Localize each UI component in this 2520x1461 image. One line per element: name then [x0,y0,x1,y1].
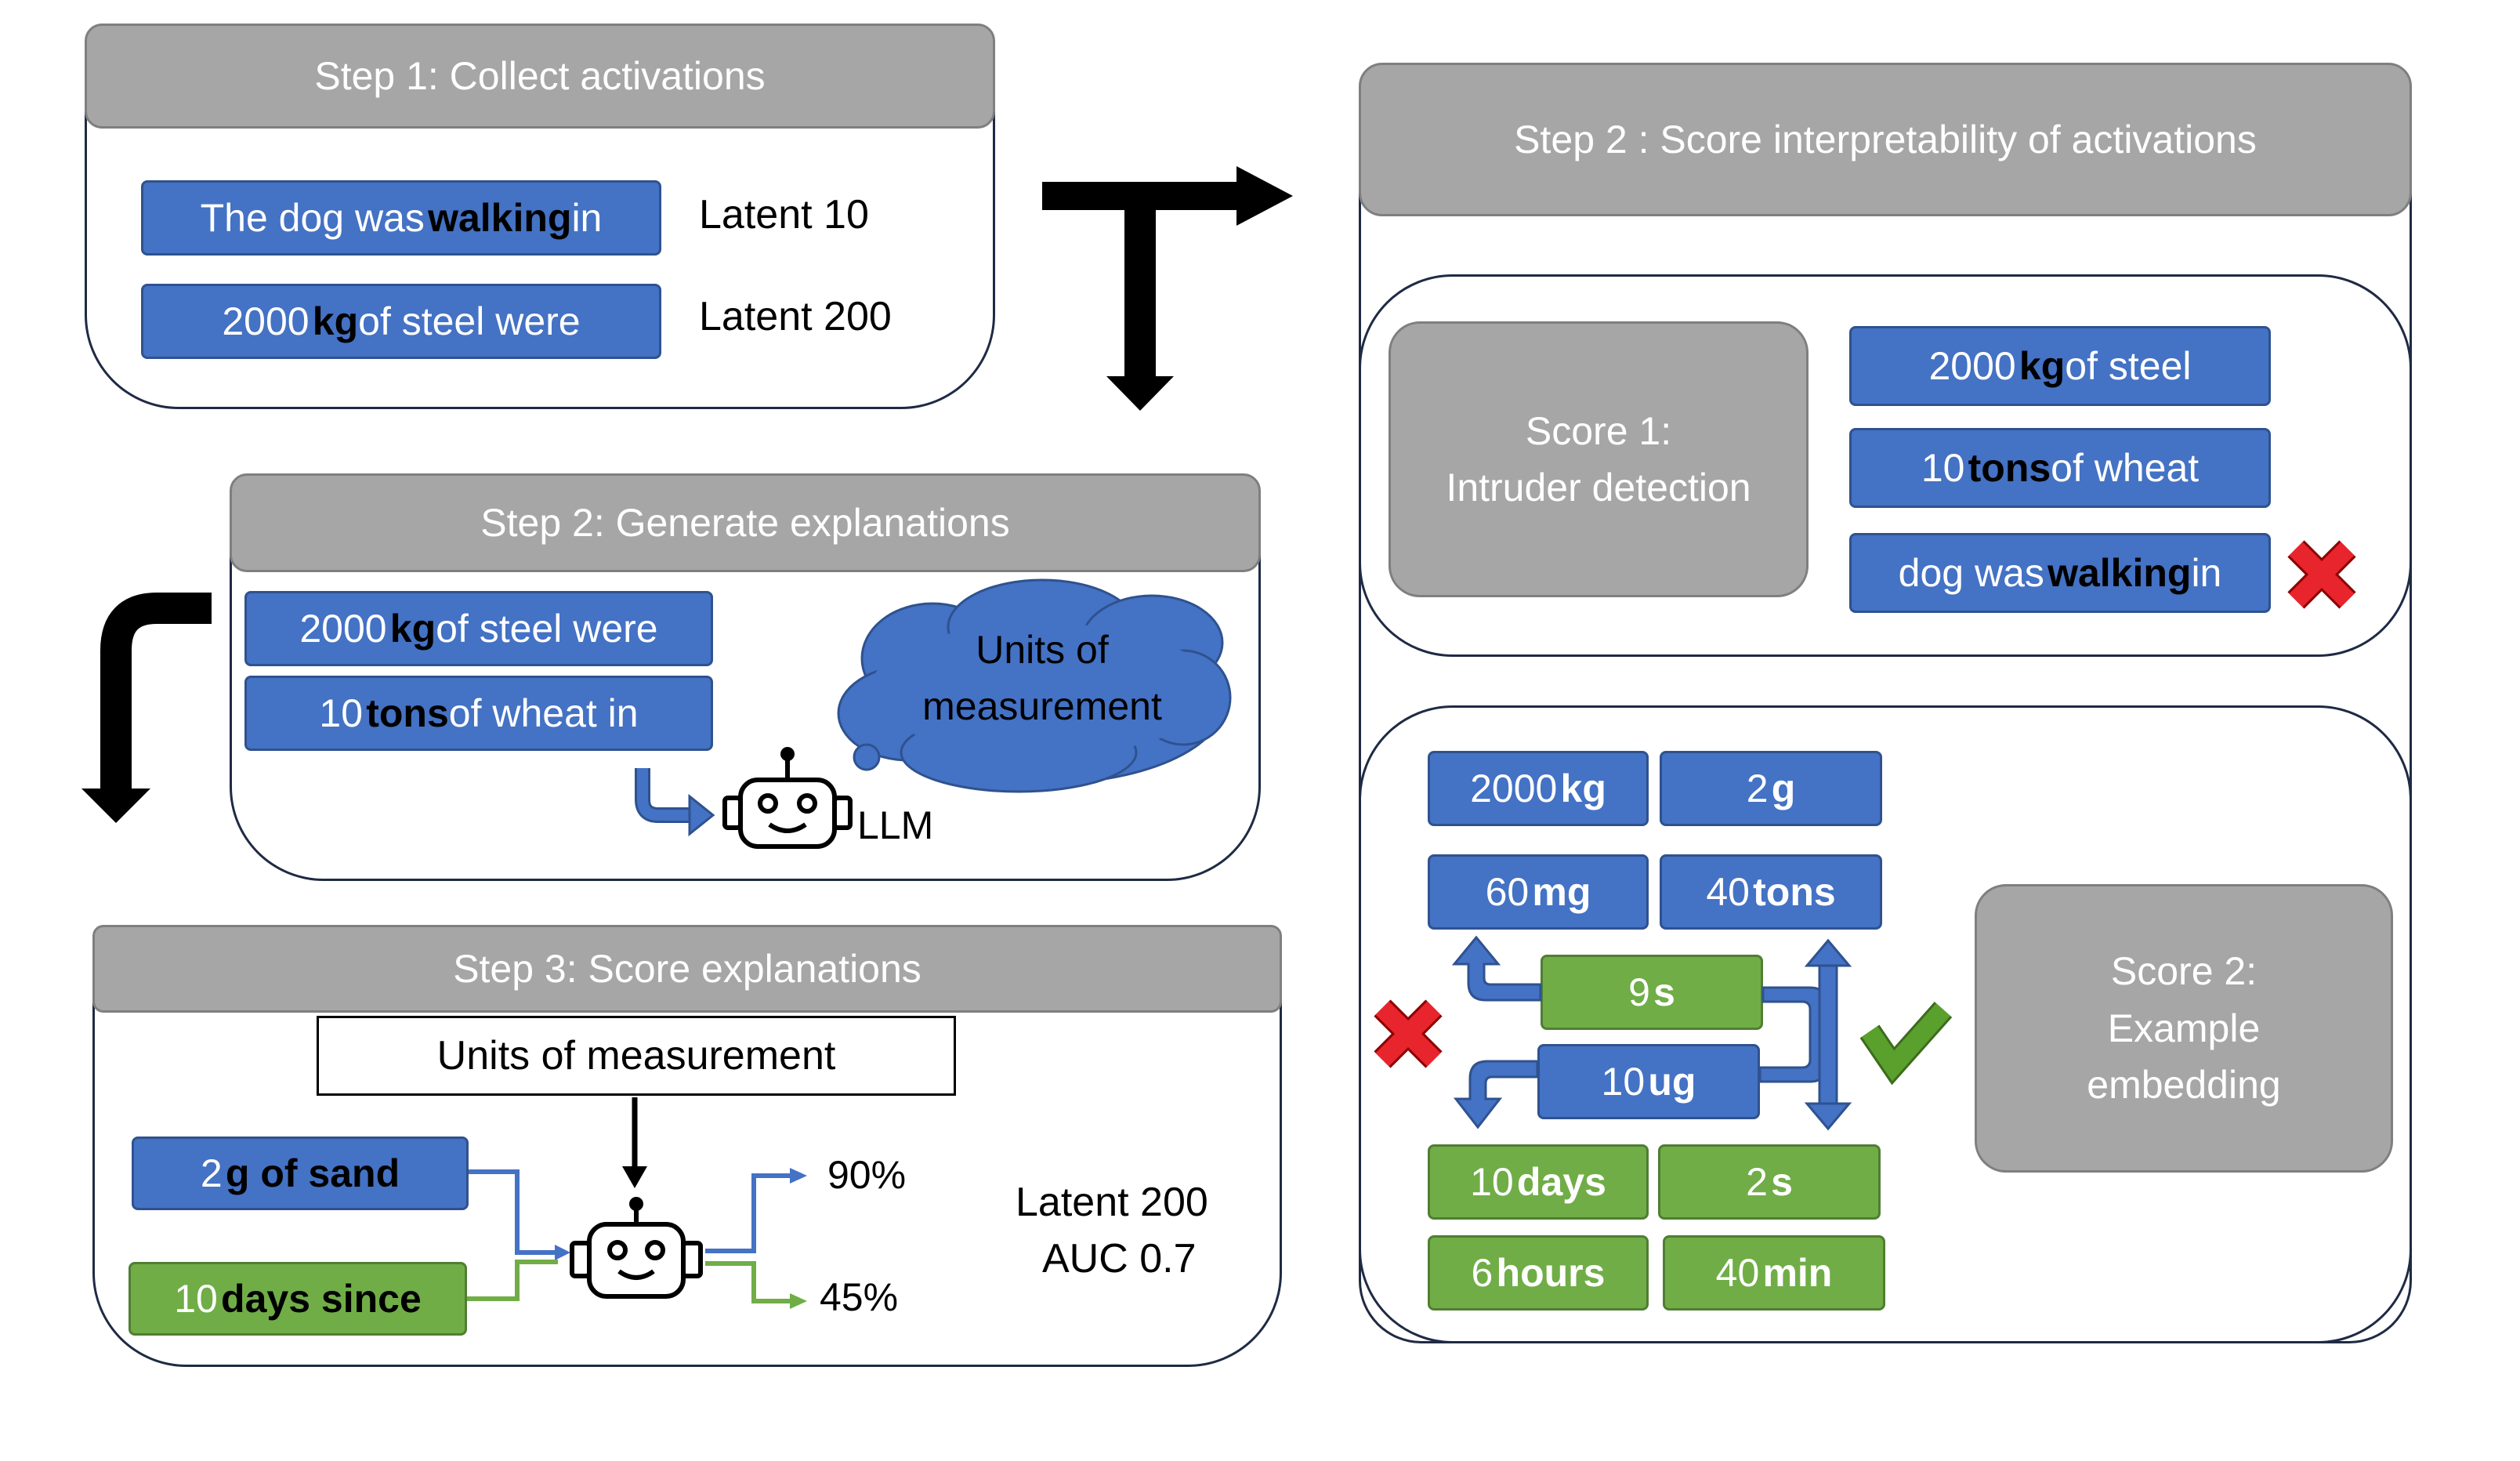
pct-green: 45% [820,1275,899,1319]
embed-chip-40min: 40 min [1663,1235,1885,1311]
chip-text: 10 [1921,446,1965,490]
step1-latent-1: Latent 10 [699,192,869,237]
chip-token: tons [1753,870,1836,914]
embed-chip-9s: 9 s [1541,955,1763,1030]
chip-token: walking [428,196,572,240]
chip-text: of steel [2065,344,2192,388]
chip-text: 6 [1471,1251,1494,1295]
chip-token: min [1762,1251,1833,1295]
thought-text-2: measurement [922,684,1162,728]
embed-chip-6hours: 6 hours [1428,1235,1649,1311]
step3-chip-blue: 2 g of sand [132,1137,469,1210]
step3-header: Step 3: Score explanations [92,925,1282,1013]
chip-token: hours [1496,1251,1606,1295]
chip-text: 9 [1628,970,1650,1014]
chip-token: s [1771,1160,1793,1204]
chip-text: of steel were [358,299,581,343]
intruder-chip-2: 10 tons of wheat [1849,428,2271,508]
step2-score-header: Step 2 : Score interpretability of activ… [1359,63,2412,216]
chip-text: 2 [1746,1160,1768,1204]
score1-subtitle: Intruder detection [1446,466,1751,509]
step1-latent-2: Latent 200 [699,294,892,339]
step1-chip-2: 2000 kg of steel were [141,284,661,359]
llm-label: LLM [857,803,934,847]
score2-title: Score 2: [2110,949,2258,994]
chip-text: 60 [1485,870,1530,914]
score2-subtitle-2: embedding [2087,1063,2281,1108]
chip-token: g of sand [225,1151,400,1195]
chip-text: 2000 [1470,767,1558,810]
step1-header: Step 1: Collect activations [85,24,995,129]
score2-box: Score 2: Example embedding [1975,884,2393,1173]
chip-token: mg [1532,870,1591,914]
chip-text: of wheat [2051,446,2200,490]
score1-title: Score 1: [1525,408,1672,453]
chip-token: g [1771,767,1796,810]
embed-chip-40tons: 40 tons [1660,854,1882,930]
chip-text: 2 [1746,767,1769,810]
explanation-box: Units of measurement [317,1016,956,1096]
chip-text: The dog was [200,196,425,240]
thought-text-1: Units of [976,628,1109,672]
score1-box: Score 1: Intruder detection [1389,321,1809,597]
chip-token: tons [1968,446,2051,490]
chip-token: ug [1648,1060,1696,1104]
chip-text: 10 [174,1277,218,1321]
chip-text: 10 [319,691,364,735]
result-auc: AUC 0.7 [1042,1236,1197,1282]
embed-chip-2000kg: 2000 kg [1428,751,1649,826]
chip-token: kg [312,299,359,343]
chip-token: kg [1560,767,1606,810]
score2-subtitle-1: Example [2107,1006,2261,1050]
chip-token: walking [2048,551,2192,595]
chip-text: 2000 [299,607,387,651]
chip-token: tons [366,691,449,735]
explanation-text: Units of measurement [436,1033,836,1079]
chip-text: 2000 [1928,344,2016,388]
pct-blue: 90% [827,1153,907,1197]
chip-text: 10 [1601,1060,1646,1104]
chip-text: in [2191,551,2222,595]
chip-token: s [1653,970,1675,1014]
step2-generate-header: Step 2: Generate explanations [230,473,1261,572]
chip-text: of wheat in [448,691,639,735]
chip-text: 2 [200,1151,223,1195]
chip-token: kg [2019,344,2066,388]
step2-chip-2: 10 tons of wheat in [244,676,713,751]
embed-chip-10ug: 10 ug [1537,1044,1760,1119]
chip-text: in [571,196,603,240]
embed-chip-2s: 2 s [1658,1144,1881,1220]
chip-token: days [1516,1160,1606,1204]
intruder-chip-1: 2000 kg of steel [1849,326,2271,406]
chip-text: 40 [1706,870,1750,914]
chip-text: 40 [1715,1251,1760,1295]
embed-chip-10days: 10 days [1428,1144,1649,1220]
chip-text: of steel were [436,607,658,651]
chip-text: 2000 [222,299,310,343]
chip-text: 10 [1470,1160,1514,1204]
result-latent: Latent 200 [1016,1180,1208,1225]
step3-chip-green: 10 days since [129,1262,467,1336]
chip-token: days since [221,1277,422,1321]
step2-chip-1: 2000 kg of steel were [244,591,713,666]
step1-chip-1: The dog was walking in [141,180,661,256]
embed-chip-60mg: 60 mg [1428,854,1649,930]
chip-token: kg [389,607,436,651]
intruder-chip-3: dog was walking in [1849,533,2271,613]
embed-chip-2g: 2 g [1660,751,1882,826]
chip-text: dog was [1898,551,2044,595]
